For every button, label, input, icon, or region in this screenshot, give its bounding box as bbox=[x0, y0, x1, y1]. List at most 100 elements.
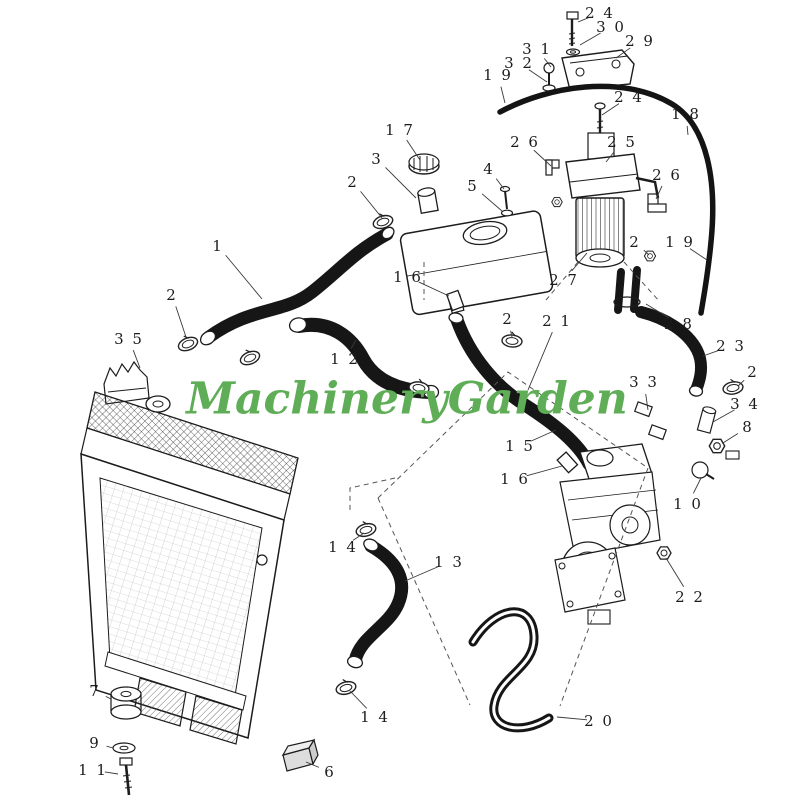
leader-line bbox=[175, 306, 187, 338]
leader-line bbox=[500, 86, 506, 104]
part-number-callout: 3 5 bbox=[114, 330, 144, 348]
leader-line bbox=[655, 185, 663, 200]
part-number-callout: 1 6 bbox=[500, 470, 530, 488]
leader-lines-layer bbox=[104, 17, 745, 775]
leader-line bbox=[510, 330, 513, 338]
leader-line bbox=[225, 254, 263, 300]
overflow-tank-illustration bbox=[399, 153, 554, 316]
part-number-callout: 4 bbox=[483, 160, 495, 178]
part-number-callout: 1 6 bbox=[393, 268, 423, 286]
leader-line bbox=[533, 149, 552, 167]
leader-line bbox=[645, 303, 669, 319]
hoses-illustration bbox=[202, 227, 708, 733]
part-number-callout: 1 3 bbox=[434, 553, 464, 571]
leader-line bbox=[665, 557, 685, 588]
part-number-callout: 2 6 bbox=[510, 133, 540, 151]
leader-line bbox=[418, 281, 450, 297]
leader-line bbox=[481, 193, 503, 212]
small-fittings bbox=[633, 401, 740, 480]
leader-line bbox=[350, 339, 357, 349]
part-number-callout: 2 3 bbox=[716, 337, 746, 355]
leader-line bbox=[106, 745, 114, 749]
part-number-callout: 1 9 bbox=[483, 66, 513, 84]
leader-line bbox=[305, 761, 320, 768]
leader-line bbox=[643, 249, 650, 256]
water-pump-assembly bbox=[554, 443, 672, 625]
part-number-callout: 2 4 bbox=[614, 88, 644, 106]
leader-line bbox=[385, 167, 417, 199]
part-number-callout: 2 1 bbox=[542, 312, 572, 330]
leader-line bbox=[712, 409, 735, 423]
leader-line bbox=[495, 178, 505, 190]
part-number-callout: 1 bbox=[212, 237, 224, 255]
leader-line bbox=[406, 139, 421, 161]
leader-line bbox=[579, 32, 601, 46]
part-number-callout: 2 bbox=[347, 173, 359, 191]
part-number-callout: 3 4 bbox=[730, 395, 760, 413]
leader-line bbox=[571, 252, 588, 272]
part-number-callout: 3 bbox=[371, 150, 383, 168]
part-number-callout: 5 bbox=[467, 177, 479, 195]
part-number-callout: 2 bbox=[747, 363, 759, 381]
tank-cap-17 bbox=[408, 153, 440, 175]
part-number-callout: 2 2 bbox=[675, 588, 705, 606]
fuel-pipe-illustration bbox=[497, 83, 716, 316]
radiator-illustration bbox=[80, 360, 299, 745]
part-number-callout: 2 9 bbox=[625, 32, 655, 50]
watermark: MachineryGarden bbox=[186, 373, 628, 425]
part-number-callout: 3 1 bbox=[522, 40, 552, 58]
part-number-callout: 6 bbox=[324, 763, 336, 781]
part-number-callout: 1 4 bbox=[360, 708, 390, 726]
radiator-bracket-35 bbox=[103, 360, 150, 405]
bracket-and-bolts bbox=[542, 11, 635, 160]
part-number-callout: 3 3 bbox=[629, 373, 659, 391]
leader-line bbox=[556, 716, 588, 721]
leader-line bbox=[702, 349, 720, 357]
leader-line bbox=[526, 465, 563, 477]
part-number-callout: 8 bbox=[742, 418, 754, 436]
leader-line bbox=[577, 17, 590, 23]
leader-line bbox=[527, 331, 553, 391]
leader-line bbox=[605, 151, 615, 163]
leader-line bbox=[360, 191, 383, 219]
fuel-filter-illustration bbox=[545, 153, 667, 268]
leader-line bbox=[692, 477, 702, 494]
leader-line bbox=[544, 58, 552, 68]
leader-line bbox=[105, 695, 112, 700]
leader-line bbox=[737, 379, 745, 387]
leader-line bbox=[528, 69, 548, 83]
leader-line bbox=[404, 566, 439, 582]
part-number-callout: 1 0 bbox=[673, 495, 703, 513]
part-number-callout: 3 0 bbox=[596, 18, 626, 36]
leader-line bbox=[132, 350, 141, 369]
part-number-callout: 1 5 bbox=[505, 437, 535, 455]
leader-line bbox=[352, 532, 365, 541]
part-number-callout: 1 2 bbox=[330, 350, 360, 368]
part-number-callout: 2 7 bbox=[549, 271, 579, 289]
leader-line bbox=[686, 125, 689, 136]
part-number-callout: 9 bbox=[89, 734, 101, 752]
leader-line bbox=[645, 393, 649, 411]
part-number-callout: 2 bbox=[166, 286, 178, 304]
leader-line bbox=[615, 47, 631, 59]
part-number-callout: 1 9 bbox=[665, 233, 695, 251]
leader-line bbox=[689, 248, 708, 261]
leader-line bbox=[530, 429, 557, 442]
leader-line bbox=[601, 103, 620, 116]
leader-line bbox=[104, 771, 119, 775]
part-number-callout: 2 0 bbox=[584, 712, 614, 730]
bottom-hardware bbox=[110, 686, 319, 796]
dashed-guides bbox=[349, 261, 661, 707]
part-number-callout: 1 1 bbox=[78, 761, 108, 779]
part-number-callout: 2 5 bbox=[607, 133, 637, 151]
part-number-callout: 7 bbox=[89, 682, 101, 700]
leader-line bbox=[349, 690, 368, 709]
part-number-callout: 1 8 bbox=[671, 105, 701, 123]
part-number-callout: 2 bbox=[629, 233, 641, 251]
leader-line bbox=[722, 433, 739, 444]
part-number-callout: 2 4 bbox=[585, 4, 615, 22]
part-number-callout: 2 8 bbox=[664, 315, 694, 333]
part-number-callout: 1 7 bbox=[385, 121, 415, 139]
